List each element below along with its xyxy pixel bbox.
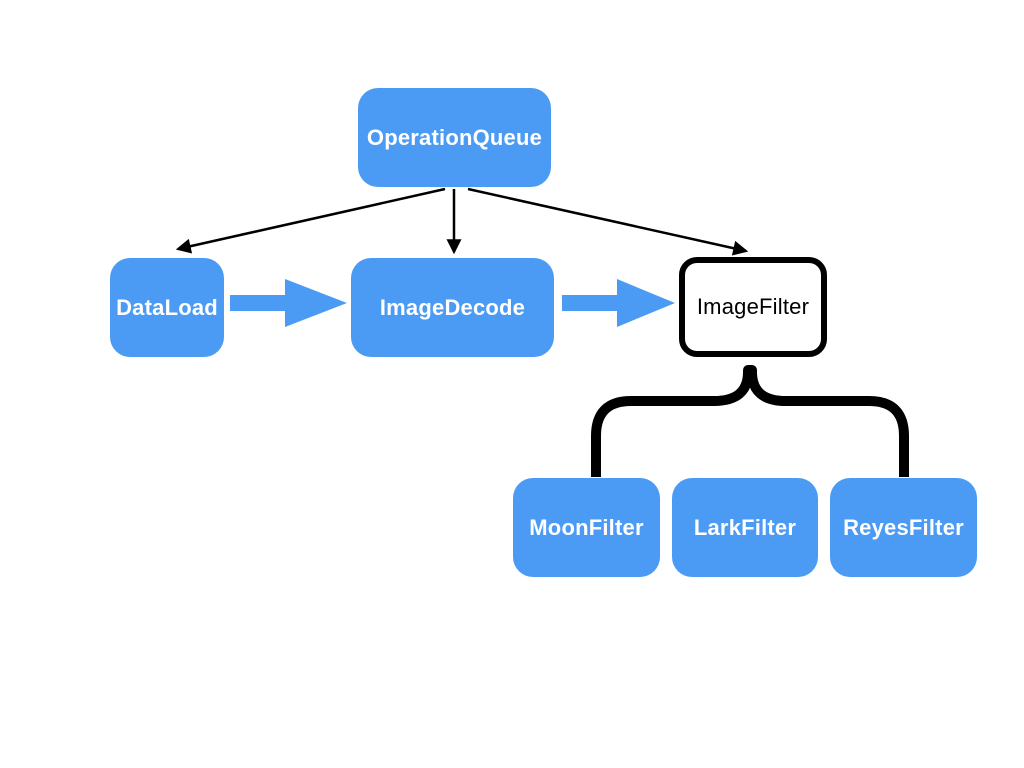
node-moonfilter-label: MoonFilter (529, 514, 644, 540)
node-imagefilter: ImageFilter (679, 257, 827, 357)
brace-imagefilter-filters (591, 365, 909, 477)
node-imagedecode-label: ImageDecode (379, 294, 526, 320)
block-arrow-imagedecode-imagefilter (562, 279, 675, 327)
node-moonfilter: MoonFilter (513, 478, 660, 577)
node-larkfilter-label: LarkFilter (693, 514, 797, 540)
node-operationqueue-label: OperationQueue (366, 124, 543, 150)
node-imagefilter-label: ImageFilter (696, 294, 810, 319)
node-imagedecode: ImageDecode (351, 258, 554, 357)
edge-operationqueue-dataload (175, 187, 446, 254)
node-dataload-label: DataLoad (116, 294, 218, 320)
edge-operationqueue-imagefilter (467, 187, 749, 256)
node-larkfilter: LarkFilter (672, 478, 818, 577)
node-reyesfilter: ReyesFilter (830, 478, 977, 577)
block-arrow-dataload-imagedecode (230, 279, 347, 327)
node-operationqueue: OperationQueue (358, 88, 551, 187)
node-dataload: DataLoad (110, 258, 224, 357)
node-reyesfilter-label: ReyesFilter (843, 514, 964, 540)
